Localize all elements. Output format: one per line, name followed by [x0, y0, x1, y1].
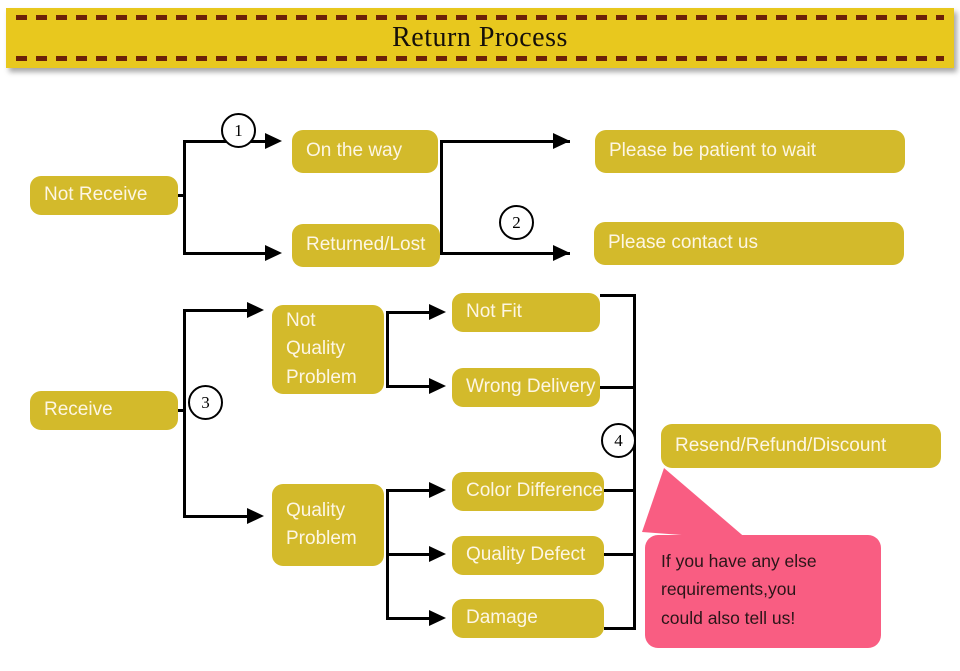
- connector-receive-split: [183, 309, 186, 518]
- connector-to-returned-lost: [183, 252, 267, 255]
- arrowhead-to-damage: [429, 610, 446, 626]
- node-please-contact-us[interactable]: Please contact us: [594, 222, 904, 265]
- arrowhead-to-wrong-delivery: [429, 378, 446, 394]
- node-damage[interactable]: Damage: [452, 599, 604, 638]
- connector-stub-damage: [604, 627, 636, 630]
- connector-to-quality-problem: [183, 515, 249, 518]
- step-marker-2: 2: [499, 205, 534, 240]
- arrowhead-to-color-difference: [429, 482, 446, 498]
- node-quality-defect[interactable]: Quality Defect: [452, 536, 604, 575]
- node-on-the-way[interactable]: On the way: [292, 130, 438, 173]
- banner-dashed-line-bottom: [16, 56, 944, 61]
- arrowhead-to-returned-lost: [265, 245, 282, 261]
- node-receive[interactable]: Receive: [30, 391, 178, 430]
- callout-line-1: If you have any else: [661, 551, 817, 571]
- connector-section1-bus: [440, 140, 443, 255]
- connector-outcomes-bus: [633, 294, 636, 630]
- node-please-be-patient-to-wait[interactable]: Please be patient to wait: [595, 130, 905, 173]
- callout-line-3: could also tell us!: [661, 607, 796, 628]
- callout-tail: [642, 468, 748, 540]
- connector-stub-color-difference: [604, 489, 636, 492]
- step-marker-4: 4: [601, 423, 636, 458]
- arrowhead-to-not-quality-problem: [247, 302, 264, 318]
- connector-to-please-contact-us: [440, 252, 570, 255]
- callout-bubble: If you have any else requirements,you co…: [645, 535, 881, 648]
- node-resend-refund-discount[interactable]: Resend/Refund/Discount: [661, 424, 941, 468]
- node-wrong-delivery[interactable]: Wrong Delivery: [452, 368, 600, 407]
- step-marker-1: 1: [221, 113, 256, 148]
- arrowhead-to-not-fit: [429, 304, 446, 320]
- connector-to-not-quality-problem: [183, 309, 249, 312]
- connector-stub-quality-defect: [604, 553, 636, 556]
- arrowhead-to-please-contact-us: [553, 245, 570, 261]
- page-title: Return Process: [392, 22, 568, 53]
- node-color-difference[interactable]: Color Difference: [452, 472, 604, 511]
- step-marker-3: 3: [188, 385, 223, 420]
- node-not-fit[interactable]: Not Fit: [452, 293, 600, 332]
- connector-not-receive-out: [178, 194, 186, 197]
- connector-stub-not-fit: [600, 294, 636, 297]
- arrowhead-to-quality-problem: [247, 508, 264, 524]
- connector-to-color-difference: [386, 489, 434, 492]
- node-not-receive[interactable]: Not Receive: [30, 176, 178, 215]
- connector-to-please-be-patient: [440, 140, 570, 143]
- connector-to-damage: [386, 617, 434, 620]
- connector-to-quality-defect: [386, 553, 434, 556]
- node-not-quality-problem[interactable]: Not Quality Problem: [272, 305, 384, 394]
- connector-not-quality-split: [386, 311, 389, 388]
- node-returned-lost[interactable]: Returned/Lost: [292, 224, 440, 267]
- banner-dashed-line-top: [16, 15, 944, 20]
- connector-not-receive-split: [183, 140, 186, 255]
- connector-stub-wrong-delivery: [600, 386, 636, 389]
- arrowhead-to-on-the-way: [265, 133, 282, 149]
- connector-to-not-fit: [386, 311, 434, 314]
- connector-to-wrong-delivery: [386, 385, 434, 388]
- callout-line-2: requirements,you: [661, 579, 797, 600]
- arrowhead-to-please-be-patient: [553, 133, 570, 149]
- header-banner: Return Process: [6, 8, 954, 68]
- node-quality-problem[interactable]: Quality Problem: [272, 484, 384, 566]
- arrowhead-to-quality-defect: [429, 546, 446, 562]
- connector-receive-out: [178, 409, 186, 412]
